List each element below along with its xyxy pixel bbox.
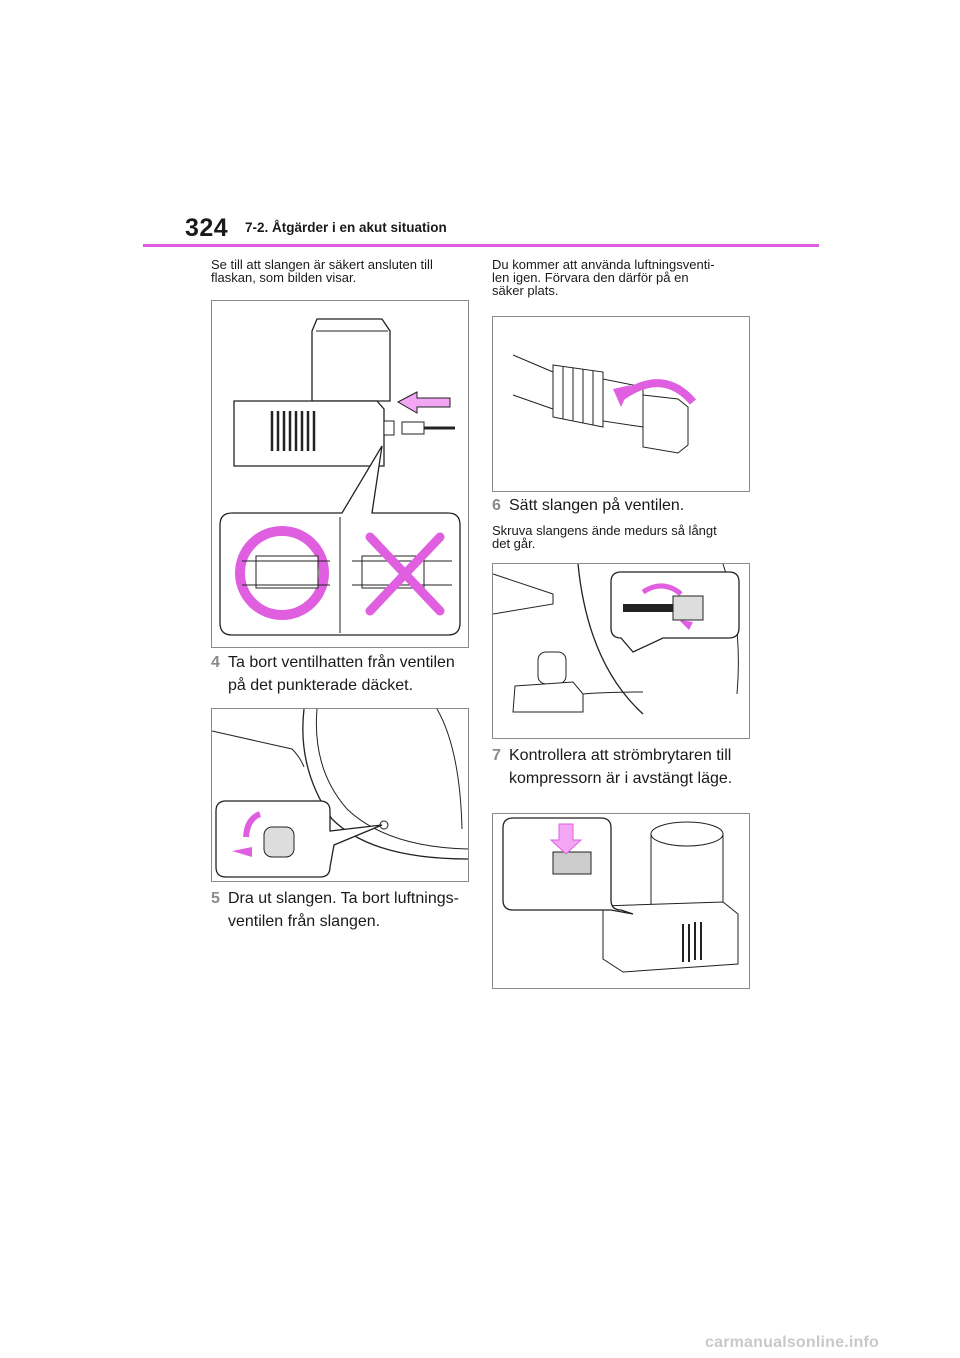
watermark: carmanualsonline.info [705,1334,880,1351]
left-intro-text: Se till att slangen är säkert ansluten t… [211,257,433,285]
right-intro-text: Du kommer att använda luftningsventi- le… [492,257,715,298]
figure-valve-core-removal [492,316,750,492]
header-rule [143,244,819,247]
step-6-note: Skruva slangens ände medurs så långt det… [492,523,717,551]
section-title: 7-2. Åtgärder i en akut situation [245,220,447,235]
step-6: 6 Sätt slangen på ventilen. [492,497,685,514]
step-7: 7 Kontrollera att strömbrytaren till kom… [492,747,733,787]
step-5: 5 Dra ut slangen. Ta bort luftnings- ven… [211,890,459,930]
step-4: 4 Ta bort ventilhatten från ventilen på … [211,654,455,694]
figure-valve-cap-removal [211,708,469,882]
figure-hose-to-valve [492,563,750,739]
figure-hose-connection [211,300,469,648]
figure-compressor-switch [492,813,750,989]
page-number: 324 [185,214,229,242]
